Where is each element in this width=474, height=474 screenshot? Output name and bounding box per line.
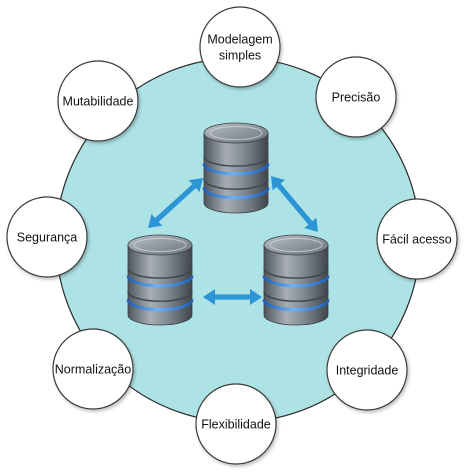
database-cluster-icon: [126, 122, 330, 326]
double-arrow-icon: [203, 289, 262, 305]
node-circle: [199, 6, 281, 88]
node-label: Segurança: [17, 231, 78, 245]
database-icon: [262, 234, 330, 326]
node-circle: [52, 328, 134, 410]
node-facil-acesso: Fácil acesso: [376, 198, 458, 280]
node-label: simples: [219, 49, 261, 63]
node-label: Modelagem: [207, 33, 272, 47]
node-mutabilidade: Mutabilidade: [57, 60, 139, 142]
node-label: Precisão: [332, 91, 381, 105]
node-integridade: Integridade: [326, 329, 408, 411]
database-icon: [202, 122, 270, 214]
node-modelagem: Modelagem simples: [199, 6, 281, 88]
node-flexibilidade: Flexibilidade: [195, 383, 277, 465]
node-label: Flexibilidade: [201, 418, 271, 432]
node-circle: [195, 383, 277, 465]
double-arrow-icon: [148, 178, 203, 228]
node-label: Integridade: [336, 364, 399, 378]
database-icon: [126, 234, 194, 326]
node-circle: [315, 56, 397, 138]
double-arrow-icon: [271, 176, 318, 232]
node-circle: [326, 329, 408, 411]
node-precisao: Precisão: [315, 56, 397, 138]
node-normalizacao: Normalização: [52, 328, 134, 410]
node-circle: [57, 60, 139, 142]
node-label: Normalização: [55, 363, 131, 377]
node-circle: [376, 198, 458, 280]
node-label: Mutabilidade: [63, 95, 134, 109]
node-circle: [6, 196, 88, 278]
node-seguranca: Segurança: [6, 196, 88, 278]
node-label: Fácil acesso: [382, 233, 452, 247]
arrows-layer: [148, 176, 318, 305]
